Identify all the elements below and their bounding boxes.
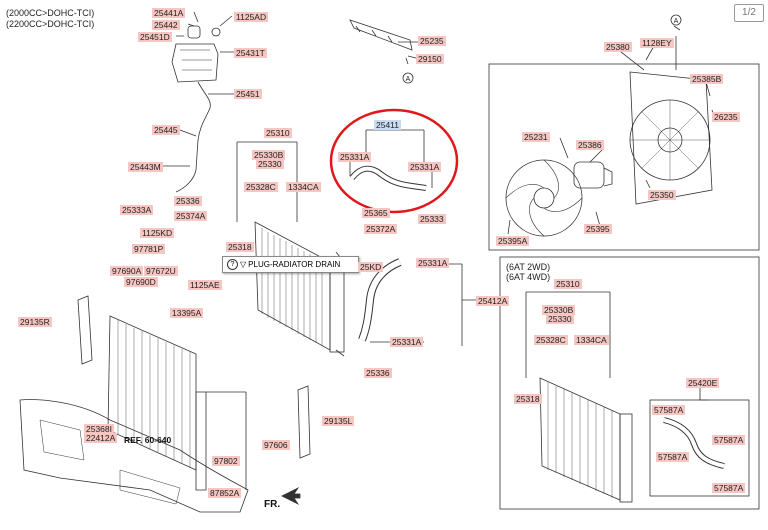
part-label[interactable]: 25445 xyxy=(152,125,180,135)
part-label[interactable]: 25451 xyxy=(234,89,262,99)
part-label[interactable]: 25328C xyxy=(244,182,278,192)
part-label[interactable]: 25310 xyxy=(264,128,292,138)
part-label[interactable]: 25331A xyxy=(408,162,442,172)
engine-spec-line-1: (2000CC>DOHC-TCI) xyxy=(6,8,95,18)
tooltip-text: PLUG-RADIATOR DRAIN xyxy=(248,260,341,269)
part-label[interactable]: 97690D xyxy=(124,277,158,287)
part-label[interactable]: 25331A xyxy=(390,337,424,347)
part-label[interactable]: 1334CA xyxy=(574,335,609,345)
part-label[interactable]: 25318 xyxy=(226,242,254,252)
callout-a-top-letter: A xyxy=(674,18,679,25)
part-label[interactable]: 1125AE xyxy=(188,280,222,290)
part-label[interactable]: 97690A xyxy=(110,266,144,276)
part-label[interactable]: 25386 xyxy=(576,140,604,150)
part-label-selected[interactable]: 25411 xyxy=(374,120,402,130)
condenser xyxy=(107,315,247,491)
part-label[interactable]: 29135L xyxy=(322,416,355,426)
part-label[interactable]: 25333 xyxy=(418,214,446,224)
filter-icon: ▽ xyxy=(240,260,247,269)
part-label[interactable]: 25330 xyxy=(256,159,284,169)
part-label[interactable]: 1125AD xyxy=(234,12,269,22)
part-label[interactable]: 57587A xyxy=(712,435,746,445)
upper-hose xyxy=(349,129,433,191)
part-label[interactable]: 22412A xyxy=(84,433,118,443)
cooling-fan xyxy=(505,159,583,237)
part-label[interactable]: 25330 xyxy=(546,314,574,324)
awd-hose xyxy=(663,388,725,469)
part-label[interactable]: 25333A xyxy=(120,205,154,215)
part-label[interactable]: 57587A xyxy=(656,452,690,462)
part-label[interactable]: 1334CA xyxy=(286,182,321,192)
part-label[interactable]: 25443M xyxy=(128,162,163,172)
bracket-right xyxy=(297,385,311,459)
part-label[interactable]: 25385B xyxy=(690,74,724,84)
part-label[interactable]: 25328C xyxy=(534,335,568,345)
part-label[interactable]: 25395 xyxy=(584,224,612,234)
part-label[interactable]: 25231 xyxy=(522,132,550,142)
part-label[interactable]: 25318 xyxy=(514,394,542,404)
awd-radiator-box xyxy=(499,256,760,510)
part-label[interactable]: 25310 xyxy=(554,279,582,289)
reservoir-tank xyxy=(171,25,221,193)
front-direction-label: FR. xyxy=(264,499,281,510)
part-label[interactable]: 25431T xyxy=(234,48,267,58)
part-label[interactable]: 26235 xyxy=(712,112,740,122)
part-label[interactable]: 25330B xyxy=(542,305,576,315)
lower-hose xyxy=(358,258,476,346)
part-label[interactable]: 97672U xyxy=(144,266,178,276)
section-label-2wd: (6AT 2WD) xyxy=(506,262,551,272)
part-label[interactable]: 25330B xyxy=(252,150,286,160)
hose-detail-box xyxy=(649,399,750,497)
part-label[interactable]: 97802 xyxy=(212,456,240,466)
part-label[interactable]: 25368I xyxy=(84,424,114,434)
part-label[interactable]: 25235 xyxy=(418,36,446,46)
fan-motor xyxy=(573,161,613,189)
part-label[interactable]: 97606 xyxy=(262,440,290,450)
part-label[interactable]: 25336 xyxy=(174,196,202,206)
fan-shroud xyxy=(629,71,713,205)
front-carrier xyxy=(19,399,249,513)
part-label[interactable]: 25336 xyxy=(364,368,392,378)
part-label[interactable]: 25365 xyxy=(362,208,390,218)
part-label[interactable]: 1128EY xyxy=(640,38,674,48)
section-label-4wd: (6AT 4WD) xyxy=(506,272,551,282)
callout-a-bottom-letter: A xyxy=(406,76,411,83)
awd-radiator xyxy=(525,291,633,503)
part-label[interactable]: 25412A xyxy=(476,296,510,306)
part-label[interactable]: 1125KD xyxy=(140,228,175,238)
part-label[interactable]: 25331A xyxy=(416,258,450,268)
part-label[interactable]: 25372A xyxy=(364,224,398,234)
part-label[interactable]: 13395A xyxy=(170,308,204,318)
engine-spec-line-2: (2200CC>DOHC-TCI) xyxy=(6,19,95,29)
help-icon: ? xyxy=(227,259,238,271)
part-label[interactable]: 29135R xyxy=(18,317,52,327)
part-label[interactable]: 25331A xyxy=(338,152,372,162)
part-label[interactable]: 25451D xyxy=(138,32,172,42)
part-label[interactable]: 57587A xyxy=(652,405,686,415)
part-label[interactable]: 25441A xyxy=(152,8,186,18)
part-tooltip: ?▽PLUG-RADIATOR DRAIN xyxy=(222,256,359,273)
fr-arrow xyxy=(281,486,301,506)
part-label[interactable]: 29150 xyxy=(416,54,444,64)
part-label[interactable]: 25395A xyxy=(496,236,530,246)
part-label[interactable]: 25350 xyxy=(648,190,676,200)
reference-label[interactable]: REF. 60-640 xyxy=(124,435,172,445)
part-label[interactable]: 25420E xyxy=(686,378,720,388)
part-label[interactable]: 25380 xyxy=(604,42,632,52)
page-indicator[interactable]: 1/2 xyxy=(734,4,764,22)
part-label[interactable]: 25374A xyxy=(174,211,208,221)
callout-a-bottom xyxy=(402,72,414,84)
part-label[interactable]: 25KD xyxy=(358,262,384,272)
part-label[interactable]: 25442 xyxy=(152,20,180,30)
bracket-left xyxy=(77,295,93,365)
fan-assembly-box xyxy=(488,63,760,251)
highlight-circle xyxy=(329,108,459,214)
part-label[interactable]: 87852A xyxy=(208,488,242,498)
deflector-plate xyxy=(349,19,413,51)
part-label[interactable]: 57587A xyxy=(712,483,746,493)
part-label[interactable]: 97781P xyxy=(132,244,166,254)
callout-a-top xyxy=(670,14,682,26)
